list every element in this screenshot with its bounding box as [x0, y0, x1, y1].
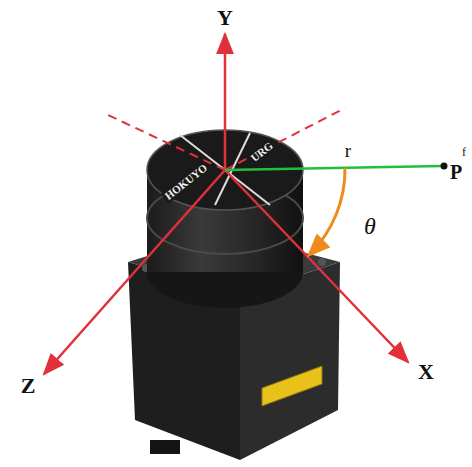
axis-label: Y [217, 7, 233, 29]
x-axis [225, 170, 408, 362]
axis-label: Z [21, 375, 36, 397]
point-label: P [450, 162, 462, 182]
range-ray [225, 166, 442, 170]
y-axis [224, 34, 227, 170]
angle-label: θ [364, 214, 376, 238]
device-brand: HOKUYO [161, 160, 212, 204]
axis-dashed [225, 108, 345, 170]
z-axis [44, 170, 225, 374]
point-superscript: f [462, 146, 466, 158]
target-point [441, 163, 448, 170]
axis-label: X [418, 361, 434, 383]
angle-arc [310, 168, 345, 254]
range-label: r [345, 141, 351, 160]
device-model: URG [247, 138, 277, 166]
axis-dashed [108, 115, 225, 170]
